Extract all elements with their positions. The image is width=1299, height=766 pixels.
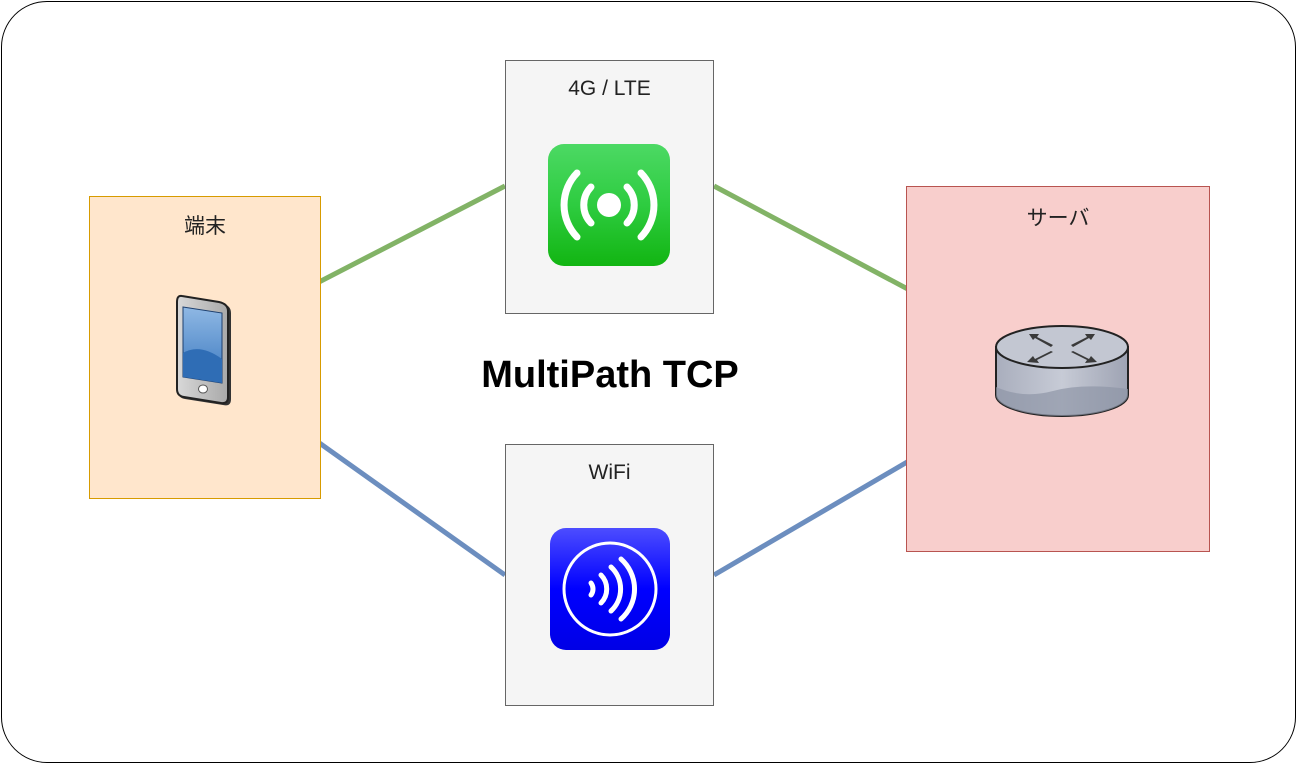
router-icon [995,325,1129,417]
diagram-title: MultiPath TCP [481,354,739,396]
smartphone-icon [176,294,231,406]
server-label: サーバ [1026,207,1090,230]
wireless-icon [550,528,670,650]
device-label: 端末 [184,215,226,238]
lte-label: 4G / LTE [568,77,651,100]
wifi-node[interactable]: WiFi [505,444,714,706]
wifi-label: WiFi [588,461,631,484]
antenna-icon [548,144,670,266]
